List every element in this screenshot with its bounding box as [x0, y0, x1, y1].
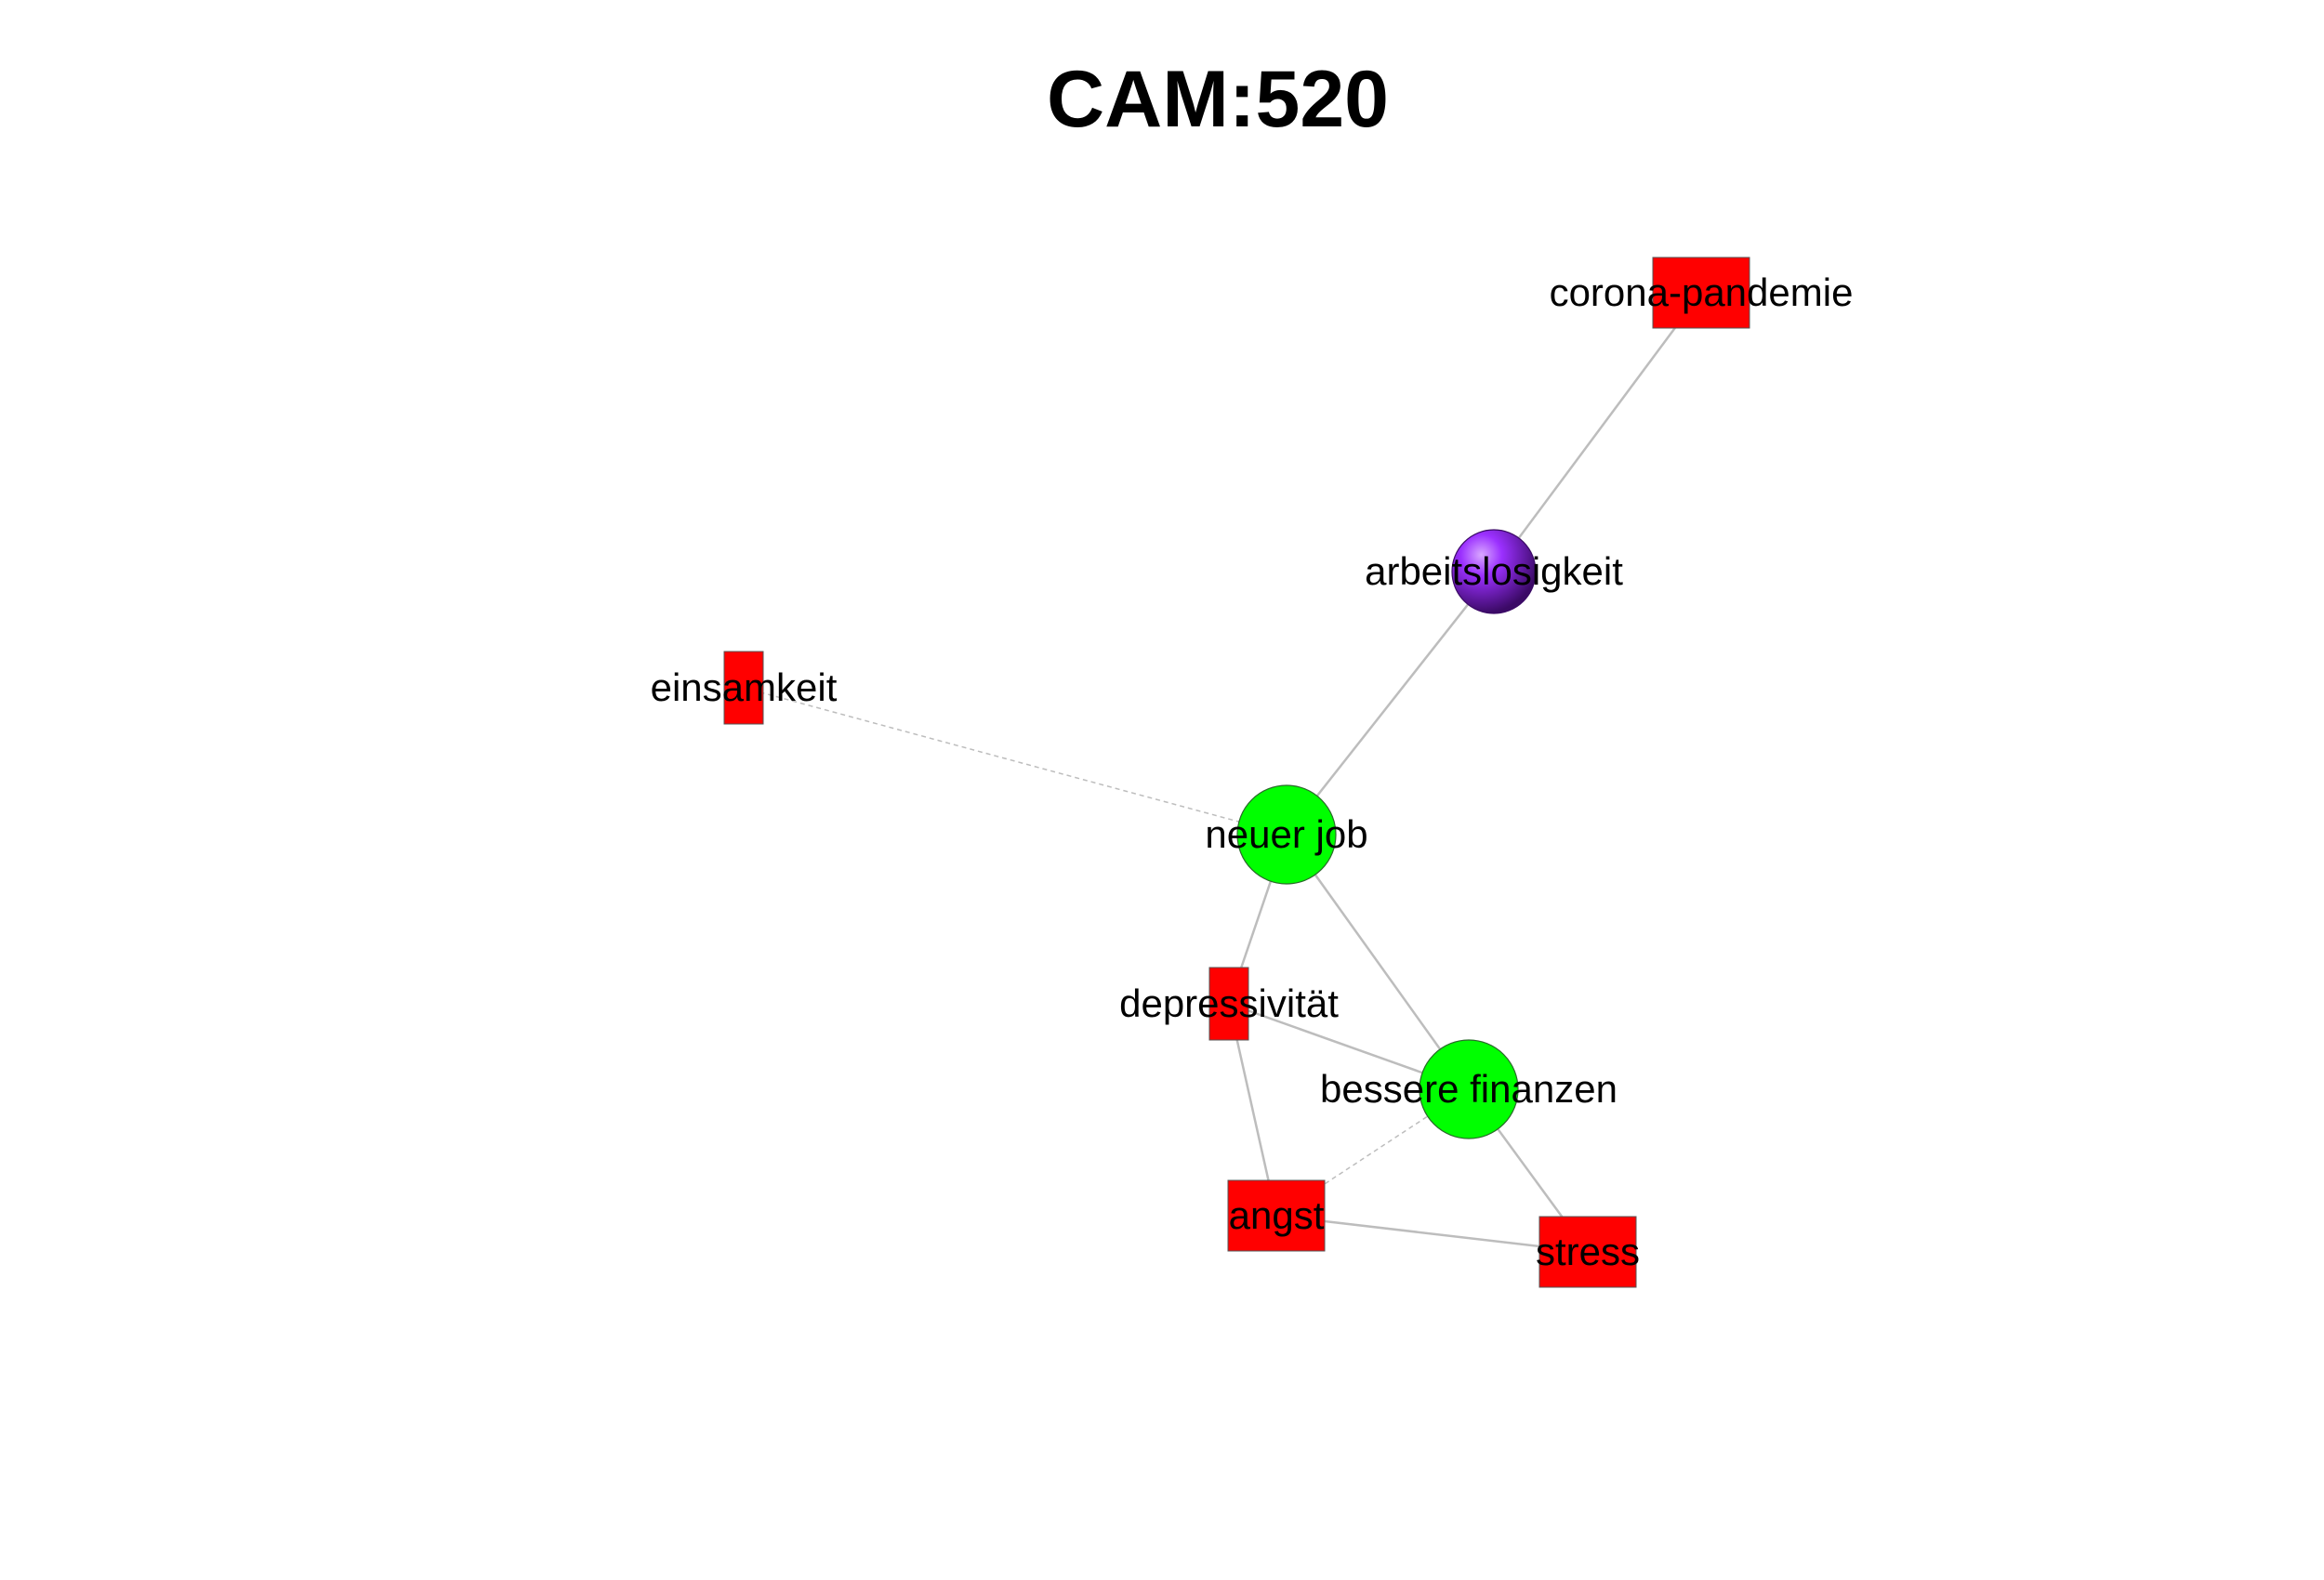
node-angst	[1227, 1179, 1326, 1252]
edge-angst-stress	[1275, 1214, 1589, 1254]
node-label-einsam: einsamkeit	[651, 665, 838, 709]
edge-job-finanzen	[1285, 834, 1471, 1090]
node-label-corona: corona-pandemie	[1550, 270, 1854, 314]
node-corona	[1652, 257, 1750, 329]
node-label-angst: angst	[1229, 1193, 1325, 1237]
node-einsam	[723, 651, 764, 725]
node-layer	[723, 257, 1750, 1288]
node-label-arbeit: arbeitslosigkeit	[1365, 549, 1623, 593]
node-label-depress: depressivität	[1119, 981, 1339, 1025]
edge-corona-arbeit	[1492, 292, 1703, 573]
edge-einsam-job	[743, 687, 1287, 836]
node-label-finanzen: bessere finanzen	[1320, 1067, 1618, 1111]
page-title: CAM:520	[1047, 55, 1389, 144]
node-depress	[1208, 967, 1249, 1041]
node-label-stress: stress	[1536, 1230, 1640, 1273]
node-arbeit	[1451, 529, 1537, 614]
label-layer: corona-pandemie arbeitslosigkeit einsamkei…	[651, 270, 1854, 1273]
node-label-job: neuer job	[1205, 812, 1367, 856]
node-finanzen	[1419, 1039, 1519, 1139]
node-stress	[1538, 1216, 1637, 1288]
node-job	[1236, 784, 1337, 885]
edge-arbeit-job	[1286, 571, 1495, 836]
